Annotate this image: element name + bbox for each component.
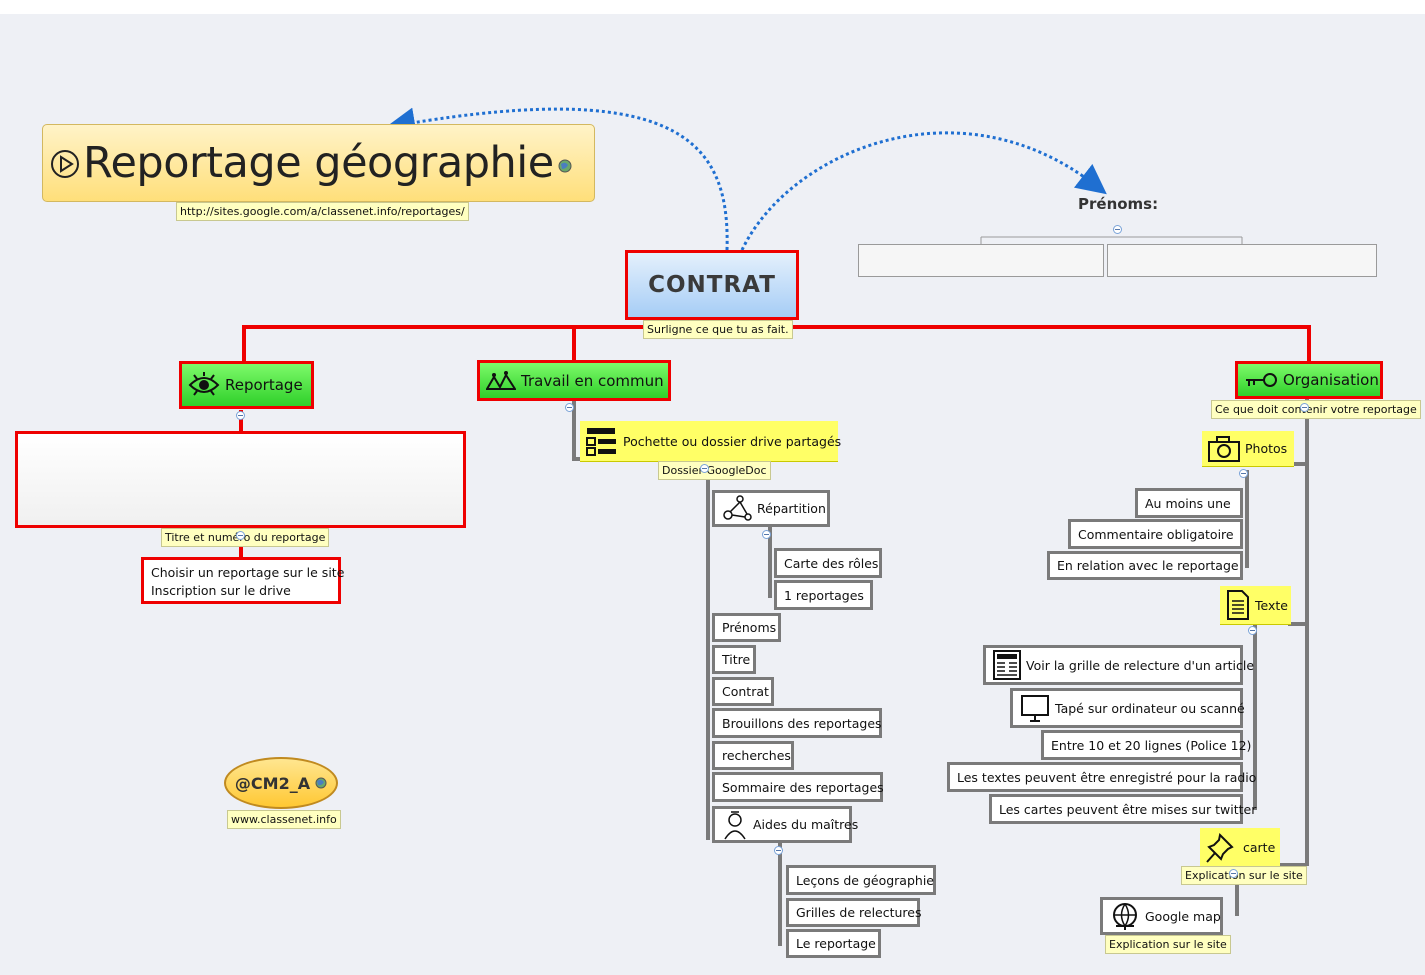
cm2-url-note[interactable]: www.classenet.info (227, 810, 341, 829)
prenoms-box-1[interactable] (858, 244, 1104, 277)
collapse-icon[interactable] (762, 530, 771, 539)
texte-child-label: Tapé sur ordinateur ou scanné (1055, 700, 1245, 716)
teacher-icon (724, 810, 746, 839)
collapse-icon[interactable] (774, 846, 783, 855)
collapse-icon[interactable] (700, 464, 709, 473)
travail-item[interactable]: Brouillons des reportages (712, 708, 882, 738)
photos-child[interactable]: Au moins une (1135, 488, 1243, 518)
aides-child[interactable]: Le reportage (786, 929, 881, 958)
travail-item[interactable]: Contrat (712, 677, 774, 706)
aides-child[interactable]: Leçons de géographie (786, 865, 936, 895)
title-url-note[interactable]: http://sites.google.com/a/classenet.info… (176, 202, 469, 221)
branch-reportage[interactable]: Reportage (179, 361, 314, 409)
key-icon (1246, 373, 1277, 387)
central-note: Surligne ce que tu as fait. (643, 320, 793, 339)
collapse-icon[interactable] (1229, 869, 1238, 878)
prenoms-label: Prénoms: (1078, 195, 1159, 213)
texte-child[interactable]: Les cartes peuvent être mises sur twitte… (989, 794, 1256, 824)
organisation-note: Ce que doit contenir votre reportage (1211, 400, 1421, 419)
eye-icon (188, 372, 220, 396)
reportage-empty-box[interactable] (15, 431, 466, 528)
google-map-note: Explication sur le site (1105, 935, 1231, 954)
carte-label: carte (1243, 839, 1276, 855)
collapse-icon[interactable] (1248, 626, 1257, 635)
collapse-icon[interactable] (1113, 225, 1122, 234)
branch-organisation-label: Organisation (1283, 371, 1379, 389)
texte-child[interactable]: Tapé sur ordinateur ou scanné (1010, 688, 1245, 728)
pushpin-icon (1206, 832, 1234, 863)
central-label: CONTRAT (648, 272, 776, 298)
travail-item[interactable]: Titre (712, 645, 756, 674)
collapse-icon[interactable] (1300, 403, 1309, 412)
newspaper-icon (993, 650, 1021, 680)
photos-label: Photos (1245, 441, 1288, 456)
main-title: Reportage géographie (83, 138, 554, 188)
google-map-label: Google map (1145, 908, 1221, 924)
collapse-icon[interactable] (1239, 469, 1248, 478)
aides-node[interactable]: Aides du maîtres (712, 806, 858, 843)
camera-icon (1208, 435, 1240, 462)
globe-icon[interactable] (315, 777, 327, 789)
reportage-items-box[interactable]: Choisir un reportage sur le site Inscrip… (141, 557, 345, 604)
texte-child[interactable]: Voir la grille de relecture d'un article (983, 645, 1254, 685)
relationship-arrow-to-title (385, 107, 729, 251)
travail-item[interactable]: recherches (712, 741, 794, 770)
branch-reportage-label: Reportage (225, 376, 303, 394)
branch-travail-label: Travail en commun (521, 371, 664, 390)
photos-node[interactable]: Photos (1202, 431, 1294, 466)
google-map-node[interactable]: Google map (1100, 897, 1223, 935)
repartition-child[interactable]: 1 reportages (774, 580, 873, 610)
photos-child[interactable]: En relation avec le reportage (1047, 551, 1243, 580)
globe-icon[interactable] (558, 159, 572, 173)
globe-icon (1113, 903, 1137, 930)
carte-note: Explication sur le site (1181, 866, 1307, 885)
collapse-icon[interactable] (565, 403, 574, 412)
cm2-label: @CM2_A (234, 773, 311, 793)
carte-node[interactable]: carte (1200, 828, 1280, 866)
pochette-note: Dossier GoogleDoc (658, 461, 771, 480)
collapse-icon[interactable] (236, 531, 245, 540)
photos-child[interactable]: Commentaire obligatoire (1068, 519, 1243, 549)
pochette-node[interactable]: Pochette ou dossier drive partagés (580, 421, 842, 461)
aides-label: Aides du maîtres (753, 817, 859, 832)
repartition-label: Répartition (757, 501, 826, 516)
branch-organisation[interactable]: Organisation (1235, 361, 1383, 399)
texte-label: Texte (1255, 597, 1288, 613)
pochette-label: Pochette ou dossier drive partagés (623, 433, 842, 449)
document-icon (1227, 590, 1249, 620)
aides-child[interactable]: Grilles de relectures (786, 898, 922, 927)
collapse-icon[interactable] (236, 411, 245, 420)
cm2-node[interactable]: @CM2_A (224, 757, 338, 809)
reportage-item: Inscription sur le drive (151, 583, 291, 598)
checklist-icon (586, 428, 616, 456)
texte-child-label: Voir la grille de relecture d'un article (1026, 657, 1255, 673)
repartition-child[interactable]: Carte des rôles (774, 548, 882, 578)
reportage-box-note: Titre et numéro du reportage (161, 528, 330, 547)
network-icon (723, 494, 752, 521)
travail-item[interactable]: Prénoms (712, 613, 781, 642)
prenoms-box-2[interactable] (1107, 244, 1377, 277)
texte-child[interactable]: Entre 10 et 20 lignes (Police 12) (1041, 730, 1251, 760)
repartition-node[interactable]: Répartition (712, 490, 830, 527)
play-icon[interactable] (49, 147, 81, 179)
texte-child[interactable]: Les textes peuvent être enregistré pour … (947, 762, 1256, 792)
monitor-icon (1021, 695, 1049, 722)
reportage-item: Choisir un reportage sur le site (151, 565, 345, 580)
main-title-box: Reportage géographie (42, 124, 595, 202)
travail-item[interactable]: Sommaire des reportages (712, 772, 884, 802)
mountains-icon (486, 370, 516, 390)
branch-travail[interactable]: Travail en commun (477, 360, 671, 401)
relationship-arrow-to-prenoms (740, 131, 1107, 251)
central-node[interactable]: CONTRAT (625, 250, 799, 320)
top-bar (0, 0, 1425, 14)
texte-node[interactable]: Texte (1220, 586, 1291, 624)
